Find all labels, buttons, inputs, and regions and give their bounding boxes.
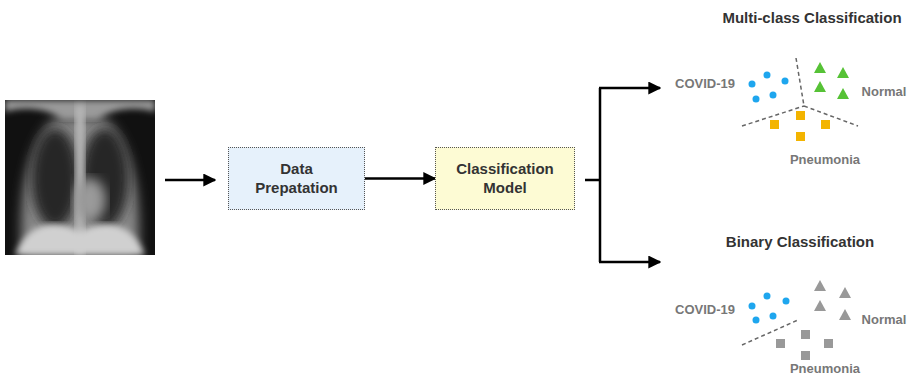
box-label: Data Prepatation — [247, 160, 347, 198]
xray-lung — [31, 128, 79, 228]
covid-point — [764, 72, 771, 79]
decision-boundary — [742, 320, 798, 345]
binary-scatter — [742, 280, 851, 360]
panel-heading: Binary Classification — [726, 233, 874, 251]
xray-ground — [5, 100, 155, 255]
other-point — [839, 309, 851, 320]
model-box: Classification Model — [435, 147, 575, 210]
class-label: Normal — [862, 312, 907, 328]
class-label: Pneumonia — [790, 361, 860, 377]
normal-point — [837, 88, 849, 99]
covid-point — [782, 78, 789, 85]
other-point — [839, 287, 851, 298]
normal-point — [837, 67, 849, 78]
covid-point — [749, 303, 756, 310]
class-label: COVID-19 — [675, 76, 735, 92]
branch-line — [585, 88, 600, 262]
other-point — [824, 339, 833, 348]
other-point — [814, 280, 826, 291]
chest-xray — [5, 100, 155, 255]
pneumonia-point — [770, 120, 779, 129]
other-point — [801, 351, 810, 360]
multiclass-scatter — [742, 58, 858, 141]
covid-point — [753, 317, 760, 324]
box-label: Classification Model — [455, 160, 555, 198]
input-arrow — [165, 179, 215, 182]
covid-point — [783, 298, 790, 305]
covid-point — [749, 81, 756, 88]
other-point — [801, 330, 810, 339]
pneumonia-point — [796, 132, 805, 141]
covid-point — [753, 96, 760, 103]
normal-point — [814, 62, 826, 73]
class-label: Normal — [862, 84, 907, 100]
branch-arrow — [599, 87, 660, 90]
other-point — [776, 339, 785, 348]
class-label: Pneumonia — [790, 152, 860, 168]
branch-arrow — [599, 261, 660, 264]
flow-arrow — [365, 177, 435, 180]
decision-boundary — [742, 58, 858, 126]
covid-point — [770, 92, 777, 99]
covid-point — [764, 293, 771, 300]
class-label: COVID-19 — [675, 302, 735, 318]
process-box: Data Prepatation — [228, 147, 365, 210]
normal-point — [814, 81, 826, 92]
panel-heading: Multi-class Classification — [722, 9, 901, 27]
xray-diaphragm — [15, 224, 145, 255]
xray-heart — [74, 178, 106, 222]
other-point — [814, 300, 826, 311]
pneumonia-point — [796, 111, 805, 120]
covid-point — [770, 313, 777, 320]
pneumonia-point — [821, 120, 830, 129]
